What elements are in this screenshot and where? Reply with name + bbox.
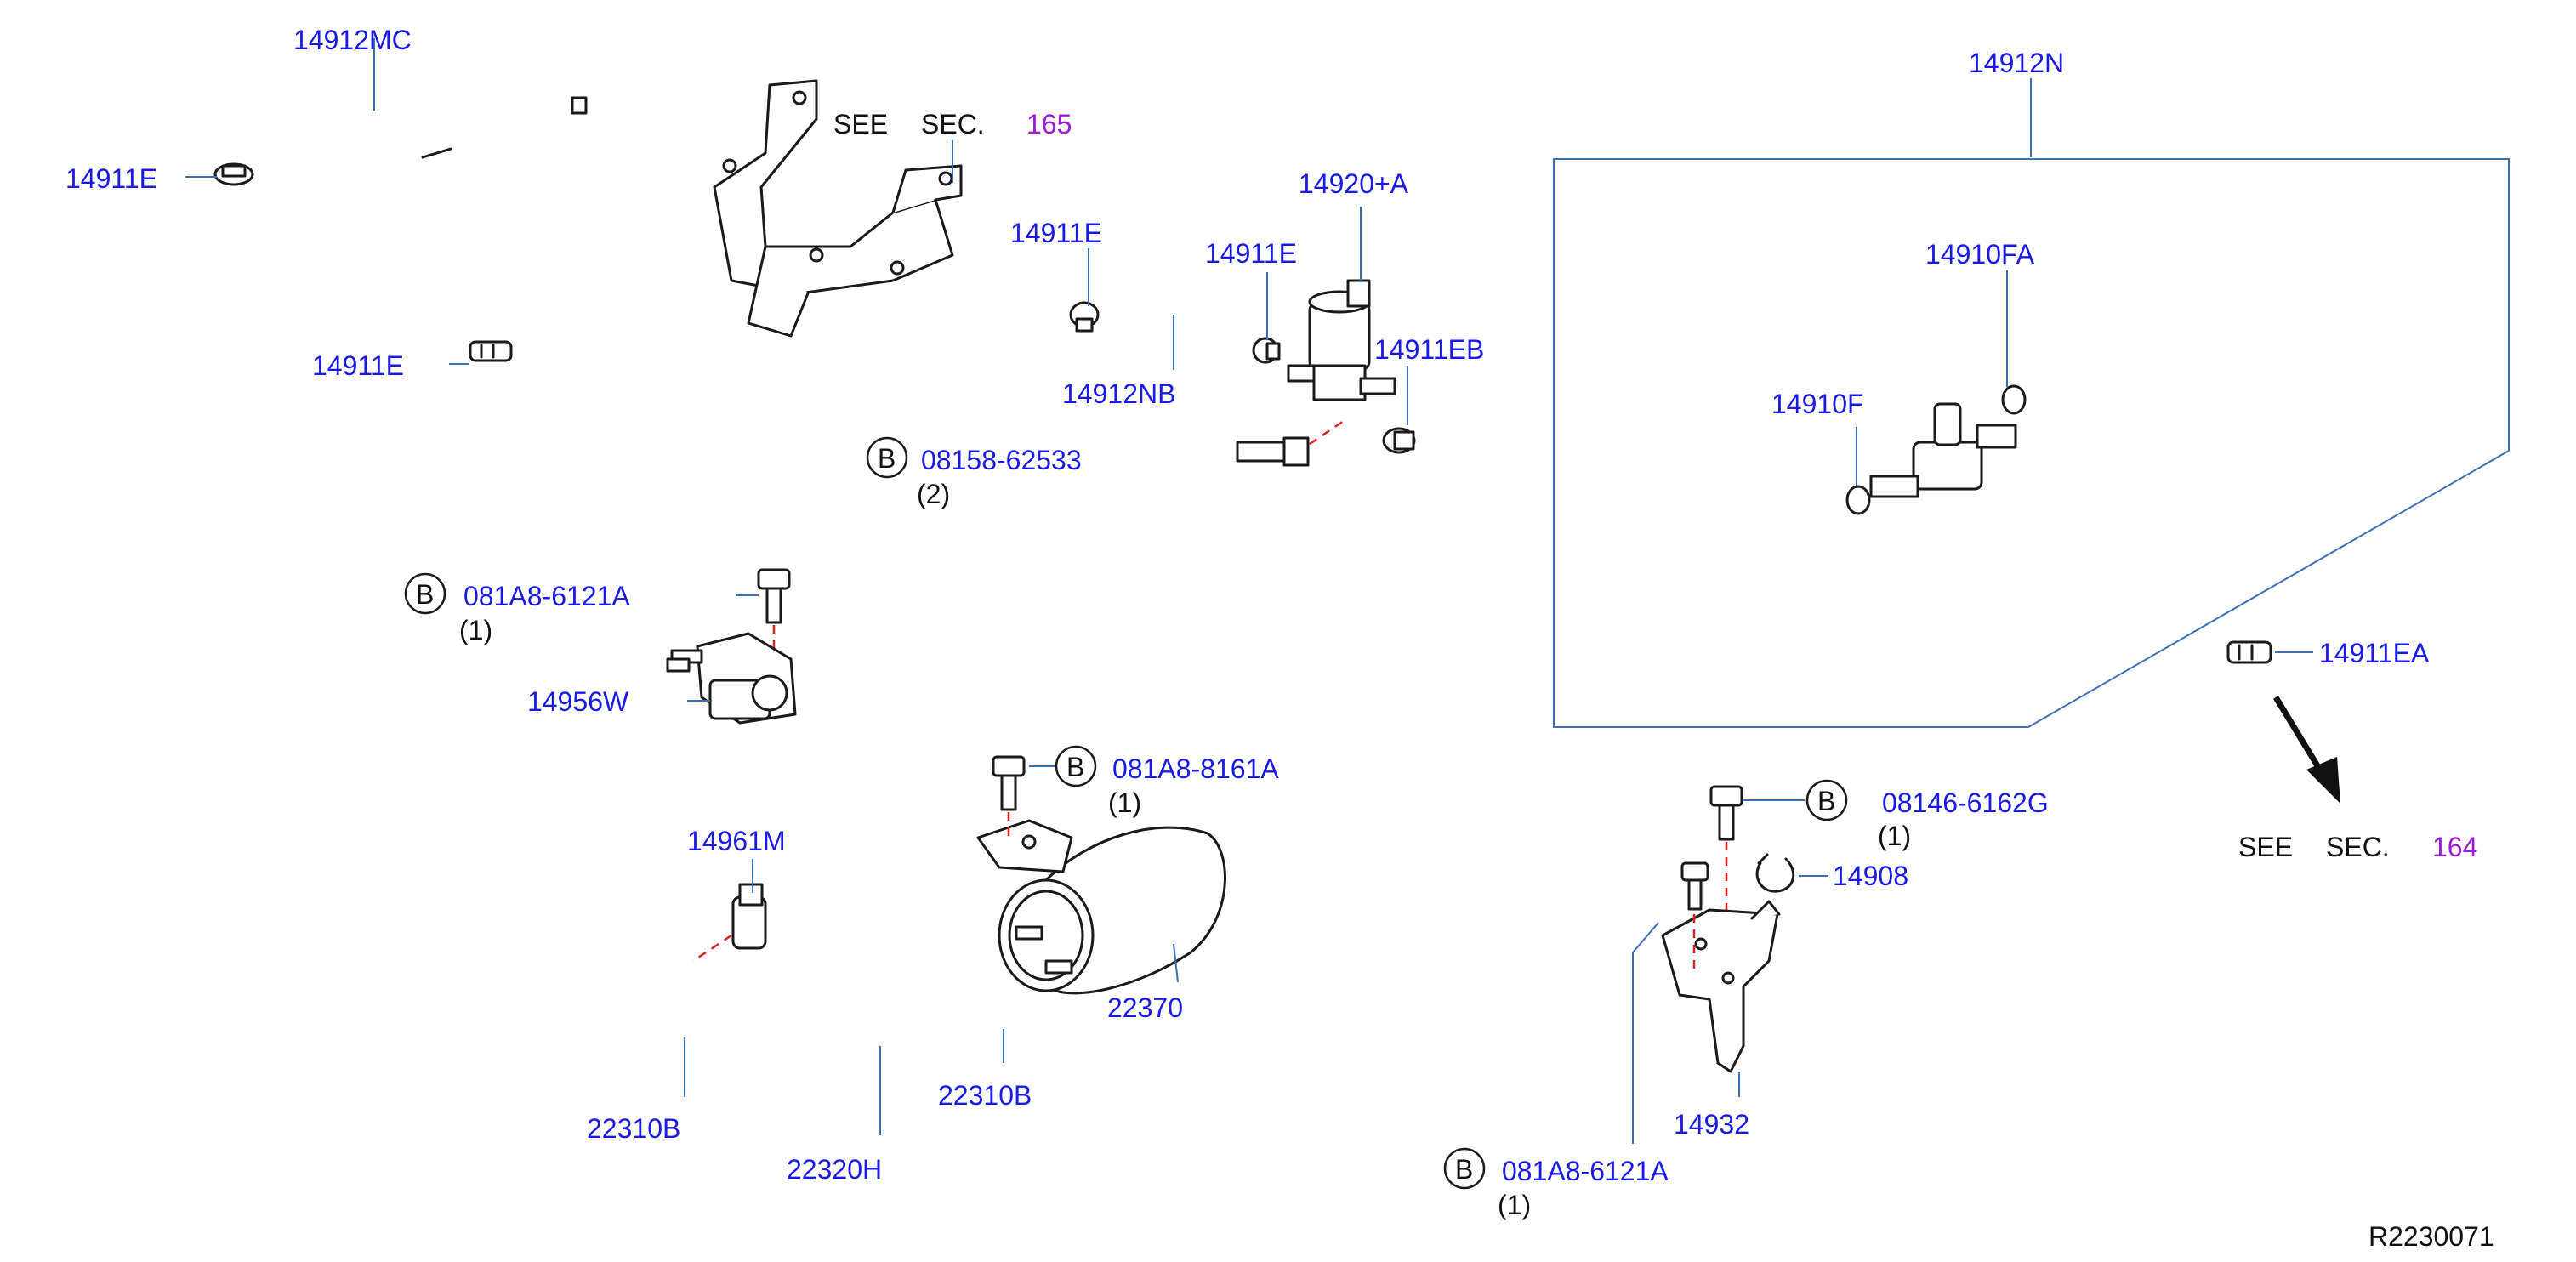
- label-14911E-b: 14911E: [312, 350, 404, 381]
- bolt-b4-icon: [1709, 785, 1743, 841]
- sec-label-165: SEC.: [921, 109, 985, 139]
- hose-22310B-left: [503, 890, 900, 1060]
- bolt-letter-b1: B: [878, 443, 896, 474]
- hose-14912N-left: [1581, 505, 1868, 679]
- label-22310B-a: 22310B: [587, 1113, 680, 1144]
- clip-14961M: [731, 883, 767, 950]
- assembly-box-14912N: [1553, 158, 2510, 728]
- label-14912N: 14912N: [1969, 48, 2064, 78]
- bolt-qty-b1: (2): [917, 479, 950, 509]
- bolt-number-b3[interactable]: 081A8-8161A: [1112, 753, 1279, 784]
- bolt-letter-b2: B: [416, 579, 434, 610]
- label-14910F: 14910F: [1771, 389, 1864, 419]
- label-14912NB: 14912NB: [1062, 378, 1175, 409]
- bolt-callout-circle-b4: [1805, 779, 1848, 821]
- label-14912MC: 14912MC: [293, 25, 412, 55]
- clamp-14910FA: [2001, 384, 2027, 415]
- sec-label-164: SEC.: [2326, 832, 2390, 862]
- hose-14912MC: [213, 79, 478, 338]
- bolt-letter-b3: B: [1066, 752, 1084, 782]
- bolt-b5-icon: [1680, 861, 1709, 911]
- label-14911E-c: 14911E: [1010, 218, 1102, 248]
- solenoid-14956W: [666, 632, 797, 725]
- label-14932: 14932: [1674, 1109, 1749, 1140]
- label-14911EB: 14911EB: [1374, 334, 1484, 365]
- clamp-14911E-c: [1069, 301, 1100, 333]
- section-number-165[interactable]: 165: [1026, 109, 1072, 139]
- bolt-qty-b5: (1): [1498, 1190, 1531, 1220]
- clamp-14911EB: [1382, 427, 1416, 454]
- label-14920A: 14920+A: [1299, 168, 1409, 199]
- label-14956W: 14956W: [527, 686, 629, 717]
- clamp-14910F: [1845, 485, 1871, 515]
- hose-14912NB: [1114, 278, 1271, 357]
- canister-22370: [976, 819, 1226, 995]
- label-22320H: 22320H: [787, 1154, 882, 1185]
- bolt-number-b1[interactable]: 08158-62533: [921, 445, 1082, 475]
- bolt-letter-b5: B: [1455, 1154, 1473, 1185]
- bolt-number-b4[interactable]: 08146-6162G: [1882, 787, 2049, 818]
- label-14910FA: 14910FA: [1925, 239, 2035, 270]
- bolt-callout-circle-b3: [1055, 745, 1097, 787]
- label-14911E-a: 14911E: [65, 163, 157, 194]
- label-14911E-d: 14911E: [1205, 238, 1297, 269]
- bolt-callout-circle-b5: [1443, 1147, 1486, 1190]
- valve-14920A: [1287, 279, 1396, 401]
- bolt-letter-b4: B: [1817, 786, 1835, 816]
- bolt-number-b5[interactable]: 081A8-6121A: [1502, 1156, 1669, 1186]
- bolt-callout-circle-b2: [404, 572, 446, 615]
- bolt-qty-b2: (1): [459, 615, 492, 645]
- bracket-14932: [1661, 900, 1781, 1073]
- bolt-qty-b4: (1): [1878, 821, 1911, 851]
- hose-22310B-right: [763, 944, 1010, 1027]
- bolt-b1-icon: [1236, 436, 1310, 467]
- clamp-14911EA: [2226, 640, 2272, 664]
- bolt-callout-circle-b1: [866, 436, 908, 479]
- diagram-id: R2230071: [2368, 1221, 2494, 1252]
- label-14908: 14908: [1833, 861, 1908, 891]
- clamp-14911E-left: [213, 162, 254, 186]
- clip-14908: [1755, 853, 1795, 893]
- label-14911EA: 14911EA: [2319, 638, 2430, 668]
- arrow-to-sec164: [2273, 696, 2340, 804]
- clamp-14911E-lower: [469, 340, 513, 362]
- label-22310B-b: 22310B: [938, 1080, 1032, 1111]
- clamp-14911E-d: [1252, 337, 1281, 364]
- valve-14910: [1869, 402, 2017, 498]
- section-number-164[interactable]: 164: [2432, 832, 2477, 862]
- label-22370: 22370: [1107, 992, 1183, 1023]
- see-label-165: SEE: [833, 109, 888, 139]
- see-label-164: SEE: [2238, 832, 2293, 862]
- pipe-sec165: [571, 96, 828, 429]
- bracket-sec165: [713, 79, 963, 338]
- bolt-b2-icon: [757, 568, 791, 624]
- bolt-number-b2[interactable]: 081A8-6121A: [463, 581, 630, 611]
- label-14961M: 14961M: [687, 826, 786, 856]
- hose-14912N-right: [2023, 309, 2233, 592]
- bolt-b3-icon: [992, 755, 1026, 811]
- bolt-qty-b3: (1): [1108, 787, 1141, 818]
